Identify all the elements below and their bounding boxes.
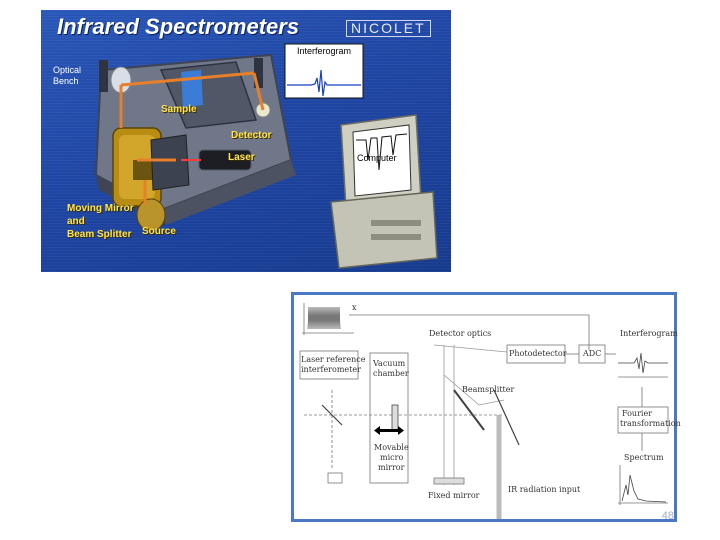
computer-case [330, 191, 438, 269]
input-mirror [493, 389, 520, 446]
ref-splitter [321, 404, 343, 426]
label-fixed-mirror: Fixed mirror [428, 491, 480, 500]
laser-housing [150, 134, 190, 191]
reference-signal-line [349, 314, 590, 350]
label-photodetector: Photodetector [509, 349, 567, 358]
vacuum-chamber-box [369, 352, 409, 484]
moving-mirror-window [133, 160, 153, 180]
label-optical-bench-line1: Optical [53, 65, 82, 75]
detector-beam [433, 344, 508, 353]
interferogram-trace [287, 69, 361, 97]
interferogram-plot [618, 352, 668, 374]
ir-source [136, 198, 166, 232]
ftir-schematic-panel: x Detector optics Interferogram Laser re… [291, 292, 681, 522]
computer-screen [352, 124, 412, 197]
label-vacuum-line2: chamber [373, 369, 409, 378]
arrow-left-head [374, 426, 380, 435]
sample-window [181, 70, 203, 107]
mirror-post-left [99, 60, 108, 92]
spectrometer-illustration [94, 43, 438, 269]
label-ir-input: IR radiation input [508, 485, 581, 494]
bs-beam [443, 374, 505, 406]
label-moving-mirror-line3: Beam Splitter [67, 229, 132, 240]
label-laser: Laser [228, 152, 255, 163]
fixed-mirror [433, 477, 465, 485]
label-laser-reference-line2: interferometer [301, 365, 361, 374]
laser-reference-box [299, 350, 359, 380]
laser-reference-signal [307, 306, 341, 330]
label-moving-mirror-line1: Moving Mirror [67, 203, 134, 214]
label-source: Source [142, 226, 176, 237]
fourier-box [617, 406, 669, 434]
label-moving-mirror-line2: and [67, 216, 85, 227]
label-adc: ADC [583, 349, 602, 358]
beamsplitter [453, 389, 485, 431]
label-sample: Sample [161, 104, 197, 115]
label-fourier-line2: transformation [620, 419, 681, 428]
disk-drive [371, 220, 421, 226]
label-movable-line1: Movable [374, 443, 409, 452]
beam-path [119, 71, 265, 205]
label-axis-x: x [352, 303, 357, 312]
label-interferogram: Interferogram [620, 329, 678, 338]
spectrum-plot [621, 474, 667, 503]
bench-edge [161, 160, 296, 225]
label-interferogram: Interferogram [297, 46, 352, 56]
label-beamsplitter: Beamsplitter [462, 385, 515, 394]
label-detector-optics: Detector optics [429, 329, 492, 338]
label-computer: Computer [357, 153, 397, 163]
label-detector: Detector [231, 130, 272, 141]
label-fourier-line1: Fourier [622, 409, 653, 418]
label-movable-line2: micro [380, 453, 404, 462]
label-spectrum: Spectrum [624, 453, 664, 462]
label-optical-bench-line2: Bench [53, 76, 79, 86]
label-laser-reference-line1: Laser reference [301, 355, 366, 364]
page-number: 48 [661, 510, 674, 522]
mirror-post-right [254, 58, 263, 88]
spectrum-trace [356, 133, 408, 171]
label-movable-line3: mirror [378, 463, 405, 472]
panel-title: Infrared Spectrometers [57, 14, 300, 39]
arrow-right-head [398, 426, 404, 435]
movable-mirror [391, 404, 399, 431]
mirror-motion-arrow [378, 429, 398, 432]
ftir-schematic [299, 303, 669, 519]
ref-detector [327, 472, 343, 484]
label-vacuum-line1: Vacuum [373, 359, 406, 368]
brand-logo: NICOLET [346, 20, 431, 37]
disk-drive-2 [371, 234, 421, 240]
nicolet-illustration-panel: Infrared Spectrometers NICOLET [41, 10, 451, 272]
